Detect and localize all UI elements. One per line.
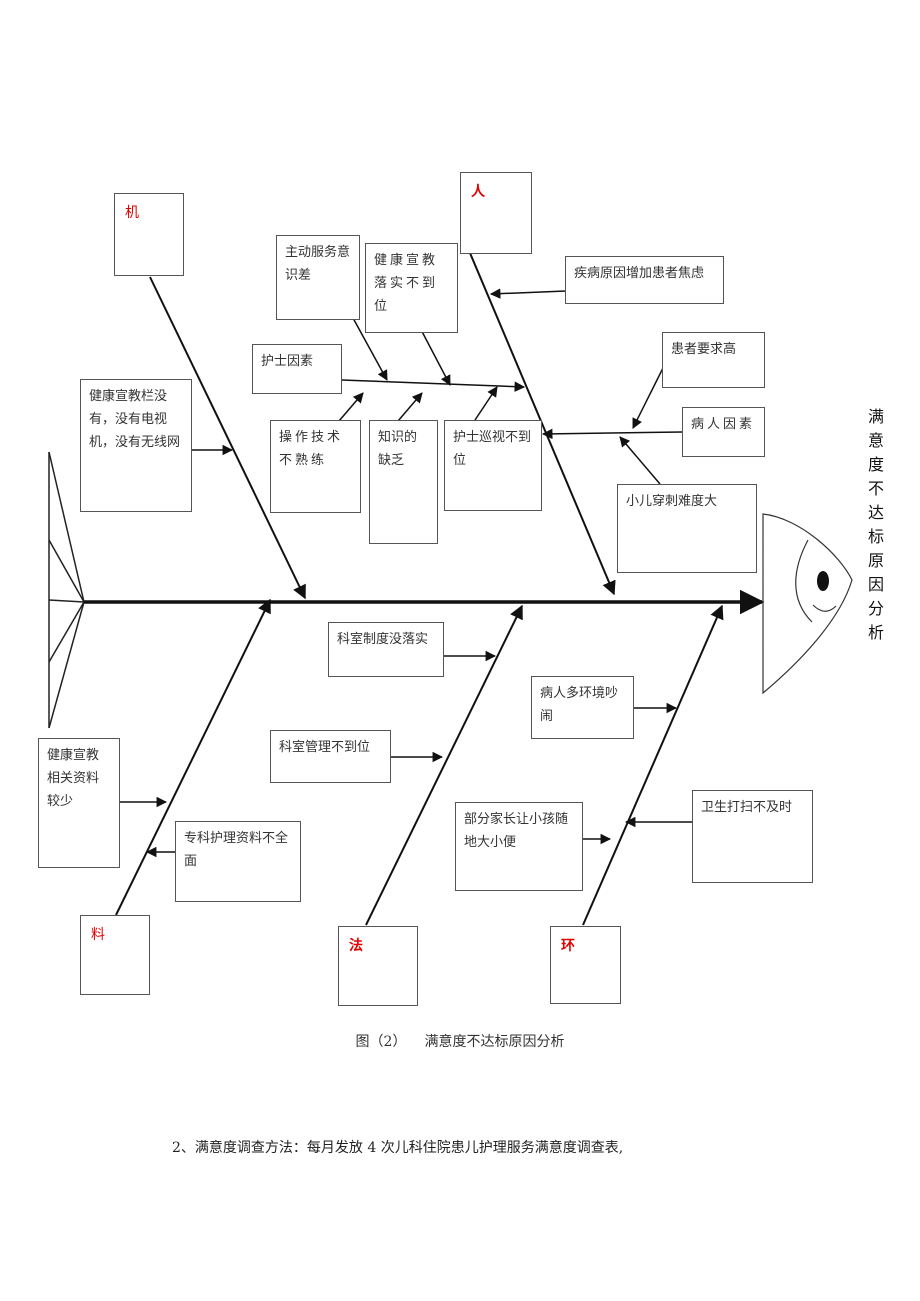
bone-patient-factor <box>541 428 683 440</box>
cause-skill-unskilled: 操作技术不熟练 <box>270 420 361 513</box>
fish-head <box>762 513 853 695</box>
effect-title-char: 析 <box>867 623 884 642</box>
arrow-proactive-service <box>352 317 388 381</box>
cause-noisy-env: 病人多环境吵闹 <box>531 676 634 739</box>
cause-nurse-factor: 护士因素 <box>252 344 342 394</box>
effect-title: 满意度不达标原因分析 <box>862 405 890 645</box>
effect-title-char: 因 <box>867 575 884 594</box>
cause-patient-factor: 病人因素 <box>682 407 765 457</box>
figure-caption-text: 满意度不达标原因分析 <box>424 1034 565 1050</box>
arrow-patrol <box>474 386 498 421</box>
head-material: 料 <box>80 915 150 995</box>
bone-machine <box>149 276 306 600</box>
cause-nursing-materials: 专科护理资料不全面 <box>175 821 301 902</box>
effect-title-char: 达 <box>867 503 884 522</box>
cause-no-edu-board: 健康宣教栏没有，没有电视机，没有无线网 <box>80 379 192 512</box>
arrow-puncture <box>619 436 661 485</box>
cause-dept-rules: 科室制度没落实 <box>328 622 444 677</box>
cause-puncture-difficult: 小儿穿刺难度大 <box>617 484 757 573</box>
cause-high-demand: 患者要求高 <box>662 332 765 388</box>
body-paragraph: 2、满意度调查方法：每月发放 4 次儿科住院患儿护理服务满意度调查表, <box>172 1140 624 1156</box>
bone-nurse-factor <box>341 379 526 392</box>
cause-edu-materials-few: 健康宣教相关资料较少 <box>38 738 120 868</box>
bone-people <box>469 252 616 596</box>
head-machine: 机 <box>114 193 184 276</box>
arrow-knowledge <box>397 392 423 422</box>
cause-cleaning-late: 卫生打扫不及时 <box>692 790 813 883</box>
cause-disease-anxiety: 疾病原因增加患者焦虑 <box>565 256 724 304</box>
fish-tail <box>48 451 85 729</box>
effect-title-char: 度 <box>867 455 884 474</box>
effect-title-char: 分 <box>867 599 884 618</box>
arrow-skill <box>338 392 364 422</box>
head-method: 法 <box>338 926 418 1006</box>
effect-title-char: 不 <box>867 479 884 498</box>
cause-health-edu-not-done: 健康宣教落实不到位 <box>365 243 458 333</box>
bone-material <box>115 598 271 916</box>
figure-number: 图（2） <box>355 1034 407 1050</box>
effect-title-char: 意 <box>867 431 884 450</box>
effect-title-char: 原 <box>867 551 884 570</box>
cause-lack-knowledge: 知识的缺乏 <box>369 420 438 544</box>
cause-proactive-service: 主动服务意识差 <box>276 235 360 320</box>
cause-parents-toilet: 部分家长让小孩随地大小便 <box>455 802 583 891</box>
bone-environment <box>582 604 724 926</box>
figure-caption: 图（2） 满意度不达标原因分析 <box>0 1031 920 1051</box>
arrow-high-demand <box>632 367 664 429</box>
cause-dept-management: 科室管理不到位 <box>270 730 391 783</box>
effect-title-char: 满 <box>867 407 884 426</box>
effect-title-char: 标 <box>867 527 884 546</box>
cause-patrol-not-done: 护士巡视不到位 <box>444 420 542 511</box>
head-people: 人 <box>460 172 532 254</box>
head-environment: 环 <box>550 926 621 1004</box>
arrow-disease-anxiety <box>489 288 567 299</box>
